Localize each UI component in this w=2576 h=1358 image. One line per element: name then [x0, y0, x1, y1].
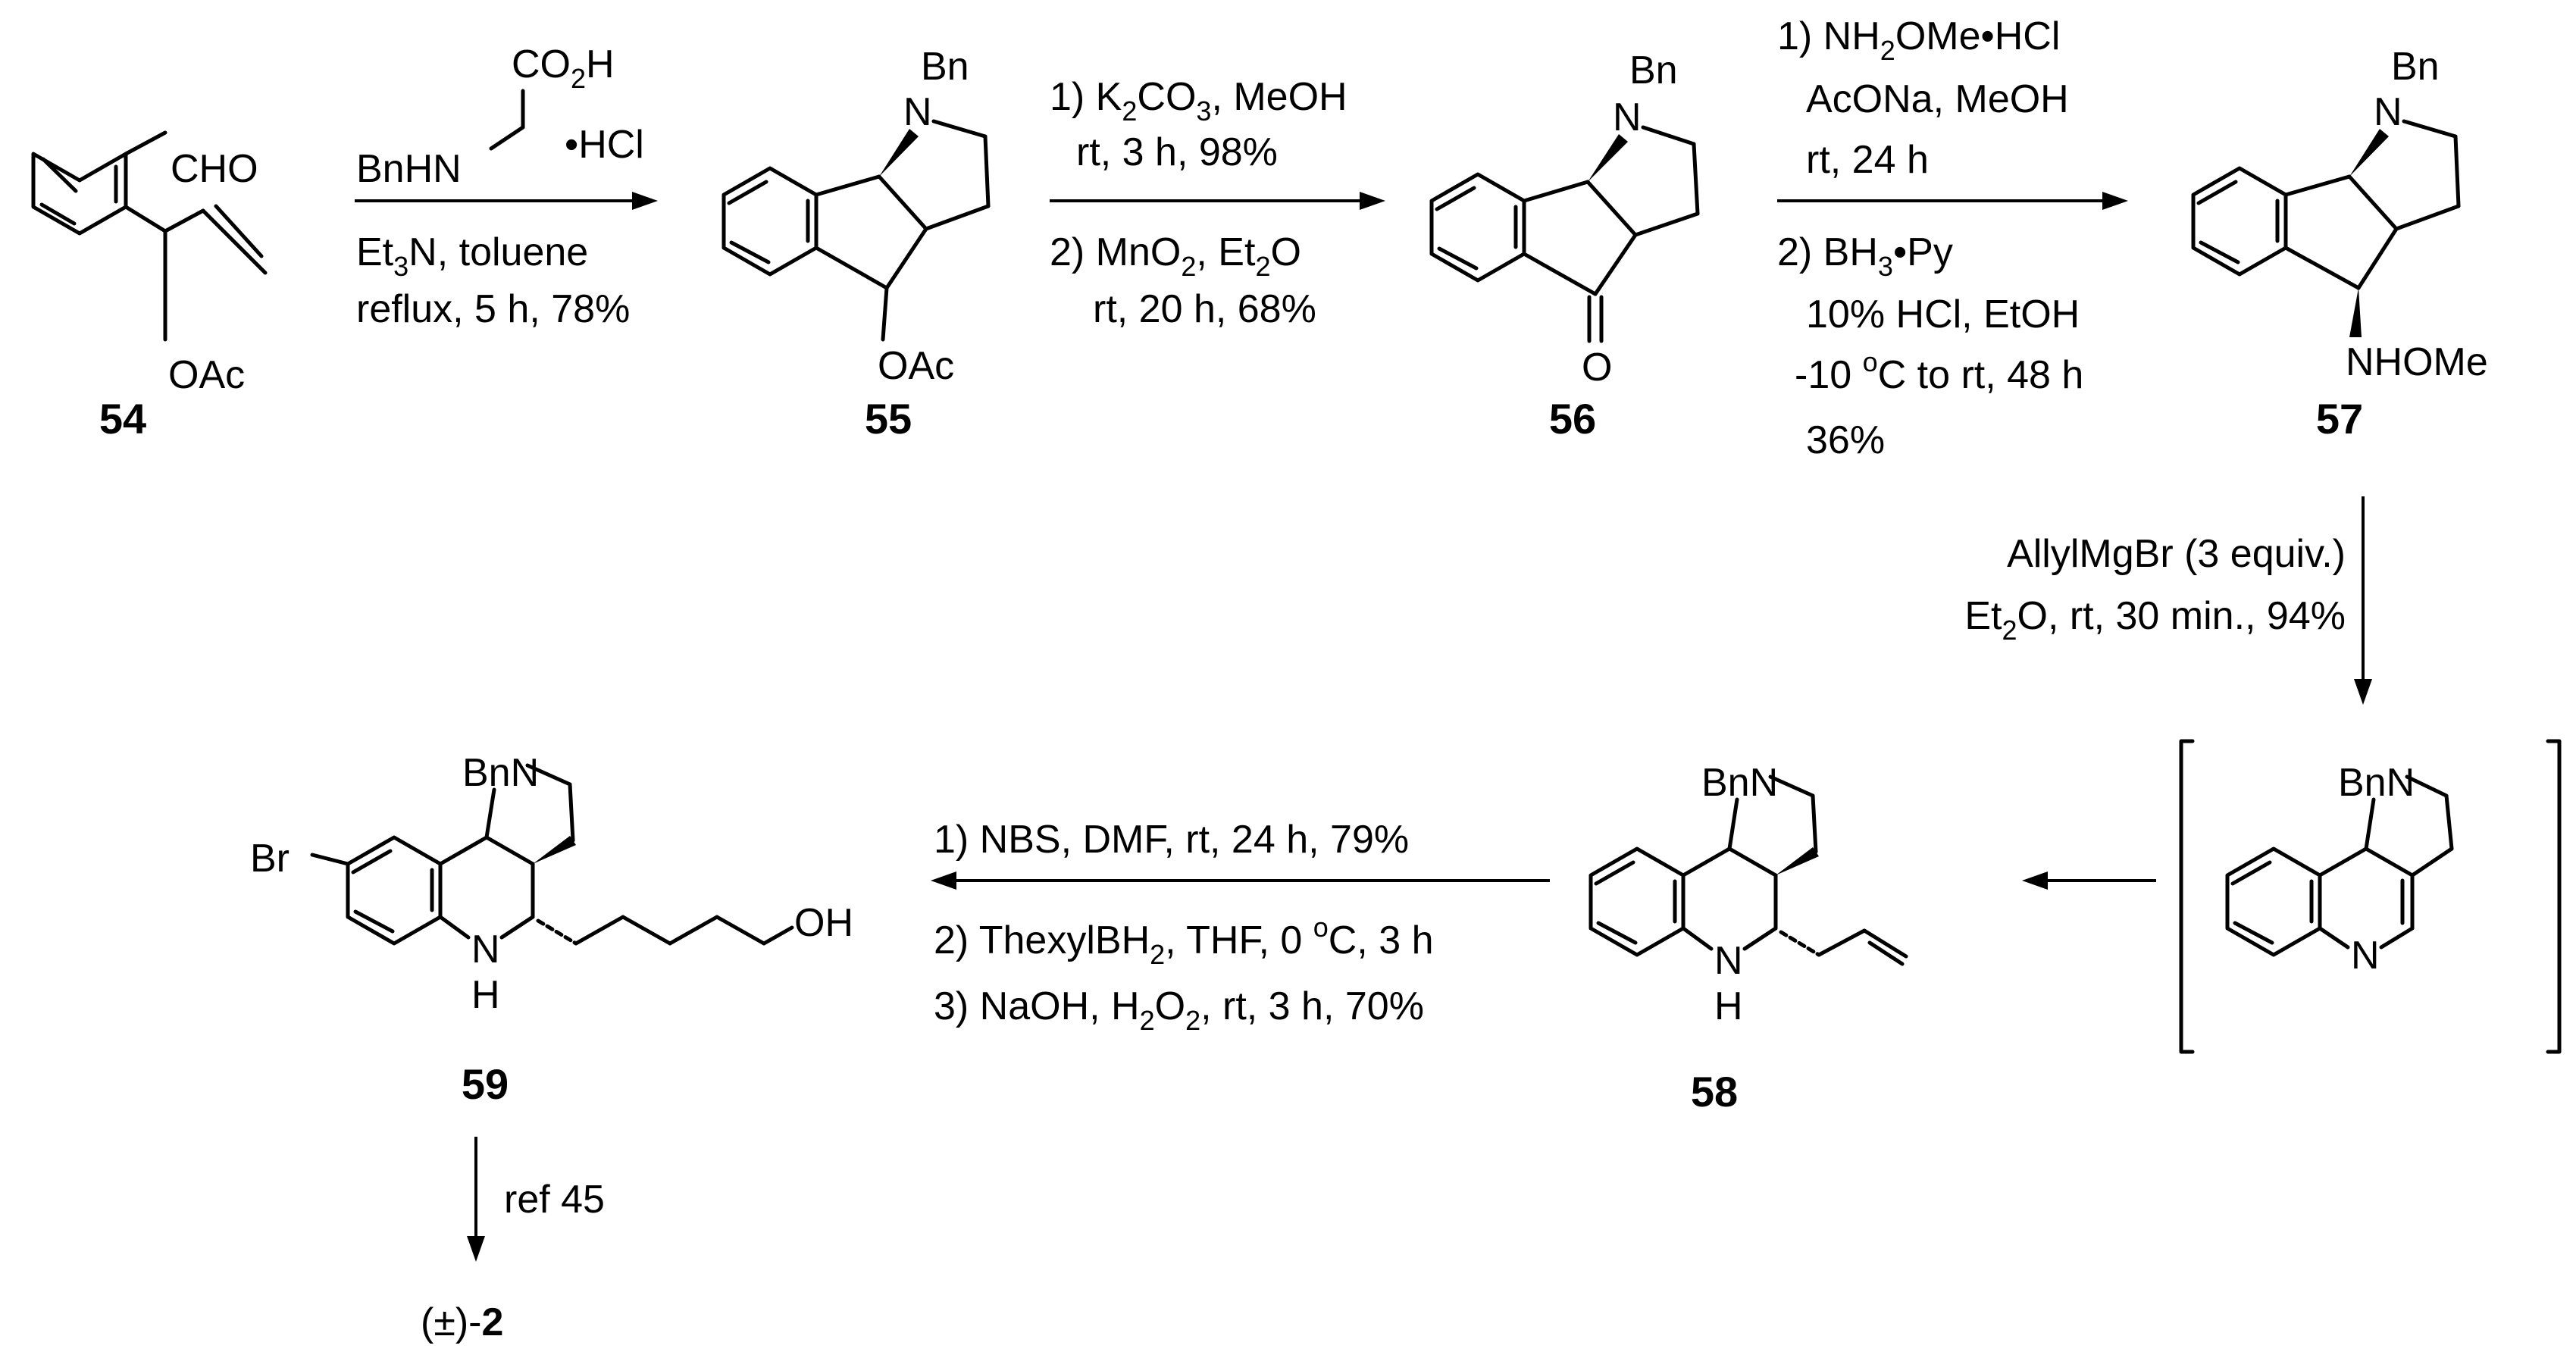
step1-line1: Et3N, toluene	[356, 230, 588, 282]
o-label: O	[1582, 346, 1612, 390]
oh-label: OH	[794, 901, 853, 945]
compound-number: 55	[865, 395, 912, 443]
imine-intermediate: BnN N	[2179, 739, 2562, 1054]
h-label: H	[471, 973, 500, 1017]
bn-label: Bn	[921, 45, 969, 89]
compound-number: 54	[99, 395, 146, 443]
step3-conditions: 1) NH2OMe•HCl AcONa, MeOH rt, 24 h 2) BH…	[1777, 14, 2128, 462]
step4-line2: Et2O, rt, 30 min., 94%	[1964, 594, 2346, 646]
step2-line4: rt, 20 h, 68%	[1093, 287, 1316, 331]
step1-conditions: CO2H BnHN •HCl Et3N, toluene reflux, 5 h…	[355, 42, 658, 331]
step6-line3: 3) NaOH, H2O2, rt, 3 h, 70%	[934, 984, 1424, 1036]
step7-line1: ref 45	[504, 1178, 605, 1222]
compound-number: 58	[1691, 1068, 1738, 1116]
step6-conditions: 1) NBS, DMF, rt, 24 h, 79% 2) ThexylBH2,…	[931, 818, 1550, 1036]
step3-line6: -10 oC to rt, 48 h	[1795, 346, 2083, 397]
step4-line1: AllylMgBr (3 equiv.)	[2007, 532, 2346, 576]
hcl-label: •HCl	[565, 123, 644, 167]
step3-line7: 36%	[1806, 418, 1885, 462]
n-label: N	[2374, 90, 2402, 134]
n-label: N	[903, 90, 932, 134]
n-label: N	[1714, 939, 1743, 983]
bnhn-label: BnHN	[356, 147, 462, 191]
step3-line4: 2) BH3•Py	[1777, 230, 1953, 282]
step3-line3: rt, 24 h	[1806, 138, 1929, 182]
n-label: N	[471, 928, 500, 972]
bn-label: Bn	[2391, 45, 2440, 89]
step7: ref 45 (±)-2	[421, 1137, 605, 1344]
step2-line2: rt, 3 h, 98%	[1076, 130, 1278, 174]
step3-line5: 10% HCl, EtOH	[1806, 293, 2080, 336]
compound-58: BnN N H 58	[1588, 761, 1908, 1116]
step3-line2: AcONa, MeOH	[1806, 77, 2069, 121]
step6-line1: 1) NBS, DMF, rt, 24 h, 79%	[934, 818, 1409, 862]
oac-label: OAc	[168, 353, 245, 397]
compound-59: Br BnN N H OH 59	[250, 751, 853, 1108]
step1-line2: reflux, 5 h, 78%	[356, 287, 630, 331]
br-label: Br	[250, 837, 290, 881]
nhome-label: NHOMe	[2346, 340, 2488, 384]
step2-line3: 2) MnO2, Et2O	[1050, 230, 1301, 282]
compound-57: N Bn NHOMe 57	[2191, 45, 2488, 443]
step6-line2: 2) ThexylBH2, THF, 0 oC, 3 h	[934, 912, 1433, 970]
step2-conditions: 1) K2CO3, MeOH rt, 3 h, 98% 2) MnO2, Et2…	[1050, 75, 1385, 331]
compound-54: CHO OAc 54	[31, 130, 268, 443]
step4-conditions: AllylMgBr (3 equiv.) Et2O, rt, 30 min., …	[1964, 496, 2372, 705]
step2-line1: 1) K2CO3, MeOH	[1050, 75, 1347, 127]
final-product: (±)-2	[421, 1300, 503, 1344]
compound-56: N Bn O 56	[1429, 48, 1700, 443]
compound-number: 56	[1549, 395, 1596, 443]
n-label: N	[2351, 934, 2380, 978]
bnn-label: BnN	[2338, 761, 2415, 805]
bn-label: Bn	[1629, 48, 1678, 92]
cho-label: CHO	[171, 147, 258, 191]
compound-number: 59	[462, 1060, 509, 1108]
n-label: N	[1613, 95, 1642, 139]
step3-line1: 1) NH2OMe•HCl	[1777, 14, 2060, 66]
bnn-label: BnN	[462, 751, 539, 795]
co2h-label: CO2H	[512, 42, 615, 94]
compound-number: 57	[2316, 395, 2363, 443]
bnn-label: BnN	[1701, 761, 1778, 805]
h-label: H	[1714, 984, 1743, 1028]
oac-label: OAc	[878, 344, 954, 388]
compound-55: N Bn OAc 55	[721, 45, 991, 443]
